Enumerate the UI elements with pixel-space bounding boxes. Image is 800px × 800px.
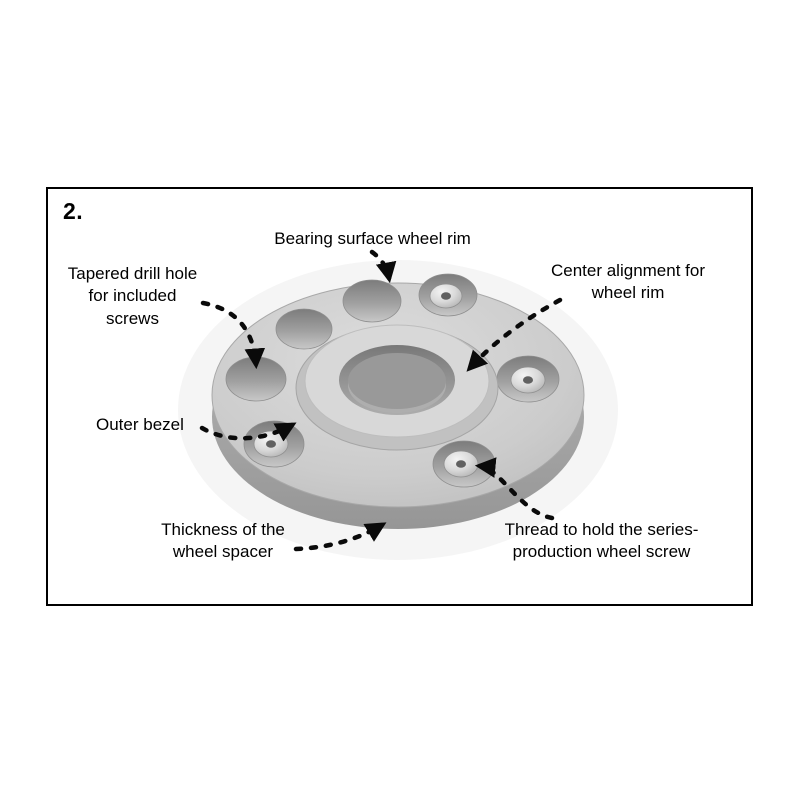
label-outer-bezel: Outer bezel bbox=[96, 415, 184, 434]
label-thickness: Thickness of the wheel spacer bbox=[161, 520, 285, 562]
label-tapered-drill-hole: Tapered drill hole for included screws bbox=[67, 264, 198, 328]
label-thread: Thread to hold the series-production whe… bbox=[504, 520, 699, 562]
step-number: 2. bbox=[63, 198, 84, 224]
label-center-alignment: Center alignment for wheel rim bbox=[550, 261, 706, 303]
label-bearing-surface: Bearing surface wheel rim bbox=[274, 229, 471, 248]
